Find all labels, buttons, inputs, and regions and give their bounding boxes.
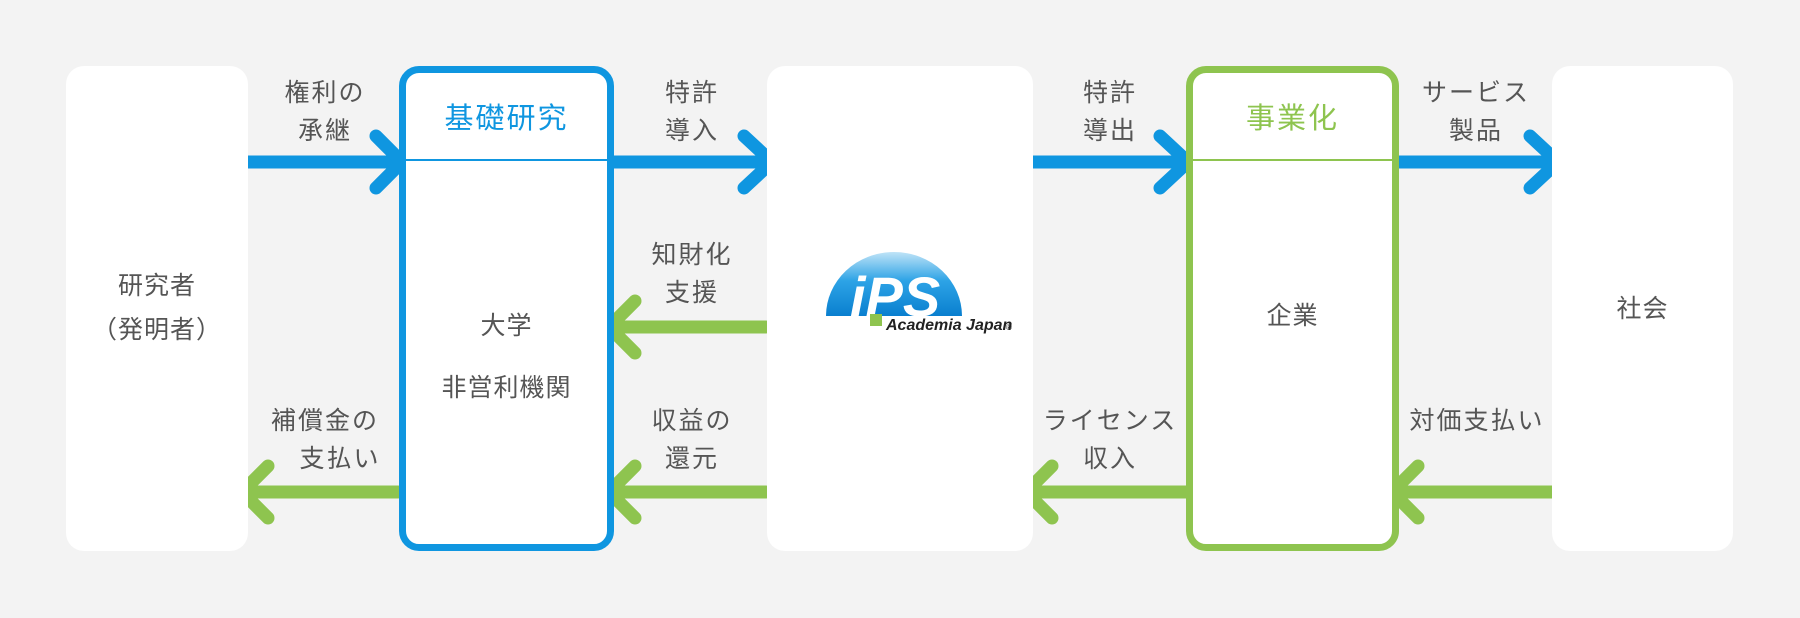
- flow-label-rights-succession: 権利の 承継: [255, 74, 395, 150]
- university-title: 基礎研究: [444, 101, 569, 135]
- flow-label-line: 承継: [297, 116, 352, 145]
- flow-label-line: 収益の: [651, 406, 733, 435]
- researcher-box: 研究者 （発明者）: [66, 66, 248, 551]
- university-box: 基礎研究 大学 非営利機関: [399, 66, 614, 551]
- flow-label-line: 特許: [1082, 78, 1137, 107]
- university-label-line2: 非営利機関: [441, 373, 572, 402]
- company-label-line1: 企業: [1266, 301, 1319, 330]
- company-title: 事業化: [1245, 101, 1339, 135]
- flow-label-compensation-payment: 補償金の 支払い: [255, 402, 395, 478]
- flow-label-ip-support: 知財化 支援: [622, 236, 762, 312]
- ips-logo-mark: iPS: [850, 265, 940, 328]
- flow-label-line: 製品: [1448, 116, 1503, 145]
- flow-label-line: 支払い: [299, 444, 381, 473]
- flow-label-line: 対価支払い: [1409, 406, 1545, 435]
- company-label: 企業: [1193, 294, 1392, 338]
- company-box: 事業化 企業: [1186, 66, 1399, 551]
- flow-label-line: 権利の: [284, 78, 366, 107]
- ips-academia-japan-logo: iPS Academia Japan ®: [826, 252, 1013, 334]
- researcher-label-line2: （発明者）: [91, 315, 222, 344]
- flow-label-line: ライセンス: [1042, 406, 1178, 435]
- flow-label-line: 補償金の: [270, 406, 379, 435]
- university-divider: [406, 159, 607, 161]
- university-label-line1: 大学: [480, 311, 533, 340]
- registered-mark: ®: [1006, 323, 1012, 332]
- flow-label-license-income: ライセンス 収入: [1035, 402, 1185, 478]
- society-label-line1: 社会: [1616, 294, 1669, 323]
- company-divider: [1193, 159, 1392, 161]
- ips-logo-caption: Academia Japan: [885, 317, 1013, 334]
- university-label: 大学 非営利機関: [406, 295, 607, 419]
- flow-label-line: 導出: [1082, 116, 1137, 145]
- society-label: 社会: [1552, 287, 1733, 331]
- researcher-label: 研究者 （発明者）: [66, 264, 248, 352]
- flow-label-line: 支援: [664, 278, 719, 307]
- flow-label-consideration-payment: 対価支払い: [1402, 402, 1552, 440]
- flow-label-line: 導入: [664, 116, 719, 145]
- flow-label-patent-export: 特許 導出: [1040, 74, 1180, 150]
- flow-label-line: 収入: [1082, 444, 1137, 473]
- society-box: 社会: [1552, 66, 1733, 551]
- flow-label-line: 特許: [664, 78, 719, 107]
- researcher-label-line1: 研究者: [117, 271, 196, 300]
- arrow-consideration-payment: [1385, 459, 1559, 525]
- flow-label-line: サービス: [1421, 78, 1530, 107]
- flow-label-services-products: サービス 製品: [1406, 74, 1546, 150]
- flow-label-patent-import: 特許 導入: [622, 74, 762, 150]
- flow-label-revenue-return: 収益の 還元: [622, 402, 762, 478]
- flow-label-line: 知財化: [651, 240, 733, 269]
- flow-label-line: 還元: [664, 444, 719, 473]
